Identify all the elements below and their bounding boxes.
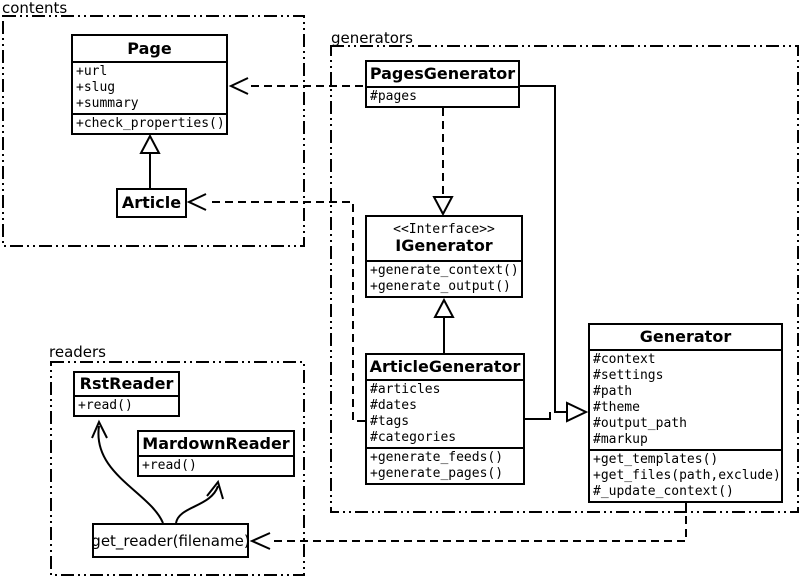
package-label-generators: generators: [331, 29, 413, 47]
class-igenerator-stereotype: <<Interface>>: [393, 222, 495, 237]
class-articlegenerator-attributes: #articles #dates #tags #categories: [367, 379, 523, 447]
attribute: #tags: [370, 414, 410, 429]
attribute: #pages: [370, 89, 417, 104]
class-page: Page +url +slug +summary +check_properti…: [71, 34, 228, 135]
function-get-reader-label: get_reader(filename): [91, 531, 250, 550]
class-rstreader: RstReader +read(): [73, 371, 180, 417]
attribute: #settings: [593, 368, 664, 383]
attribute: +summary: [76, 96, 139, 111]
class-articlegenerator-name: ArticleGenerator: [369, 357, 521, 376]
inheritance-articlegenerator-to-igenerator: [433, 297, 455, 353]
method: +check_properties(): [76, 116, 225, 131]
class-igenerator-methods: +generate_context() +generate_output(): [367, 260, 521, 296]
inheritance-article-to-page: [139, 133, 161, 188]
attribute: +slug: [76, 80, 116, 95]
attribute: +url: [76, 64, 108, 79]
class-pagesgenerator: PagesGenerator #pages: [365, 60, 520, 108]
class-rstreader-methods: +read(): [75, 395, 178, 415]
class-mardownreader-name: MardownReader: [142, 433, 290, 453]
class-page-attributes: +url +slug +summary: [73, 61, 226, 113]
attribute: #dates: [370, 398, 417, 413]
method: +read(): [78, 398, 133, 413]
class-generator: Generator #context #settings #path #them…: [588, 323, 783, 503]
inheritance-generators-to-generator: [520, 85, 589, 423]
class-articlegenerator-methods: +generate_feeds() +generate_pages(): [367, 447, 523, 483]
arrow-getreader-to-rstreader: [91, 419, 164, 524]
attribute: #categories: [370, 430, 457, 445]
package-contents-border: [2, 15, 305, 247]
method: +generate_output(): [370, 279, 511, 294]
function-get-reader: get_reader(filename): [91, 523, 250, 558]
method: +read(): [142, 458, 197, 473]
attribute: #theme: [593, 400, 640, 415]
class-mardownreader: MardownReader +read(): [137, 430, 295, 477]
package-generators-border: [330, 45, 799, 513]
class-mardownreader-methods: +read(): [139, 455, 293, 475]
class-article-name: Article: [121, 193, 182, 212]
attribute: #context: [593, 352, 656, 367]
package-label-contents: contents: [2, 0, 68, 17]
method: +generate_context(): [370, 263, 519, 278]
arrow-getreader-to-mardownreader: [175, 479, 224, 524]
class-rstreader-name: RstReader: [79, 374, 174, 393]
realization-pagesgenerator-to-igenerator: [432, 108, 454, 217]
attribute: #output_path: [593, 416, 687, 431]
class-igenerator-header: <<Interface>> IGenerator: [367, 217, 521, 260]
attribute: #path: [593, 384, 633, 399]
class-generator-methods: +get_templates() +get_files(path,exclude…: [590, 449, 781, 501]
attribute: #articles: [370, 382, 441, 397]
class-igenerator-name: IGenerator: [395, 236, 493, 255]
class-article: Article: [116, 188, 187, 218]
class-pagesgenerator-attributes: #pages: [367, 86, 518, 106]
class-generator-attributes: #context #settings #path #theme #output_…: [590, 349, 781, 449]
package-label-readers: readers: [49, 343, 106, 361]
class-generator-name: Generator: [639, 327, 732, 346]
dependency-articlegenerator-to-article: [186, 193, 365, 422]
method: #_update_context(): [593, 484, 734, 499]
method: +get_files(path,exclude): [593, 468, 781, 483]
method: +get_templates(): [593, 452, 719, 467]
attribute: #markup: [593, 432, 648, 447]
dependency-pagesgenerator-to-page: [228, 77, 363, 95]
method: +generate_pages(): [370, 466, 504, 481]
method: +generate_feeds(): [370, 450, 504, 465]
class-articlegenerator: ArticleGenerator #articles #dates #tags …: [365, 353, 525, 485]
class-pagesgenerator-name: PagesGenerator: [369, 64, 516, 83]
class-igenerator: <<Interface>> IGenerator +generate_conte…: [365, 215, 523, 298]
class-page-methods: +check_properties(): [73, 113, 226, 133]
dependency-generator-to-getreader: [249, 503, 687, 550]
class-page-name: Page: [127, 38, 172, 58]
package-readers-border: [50, 361, 305, 576]
